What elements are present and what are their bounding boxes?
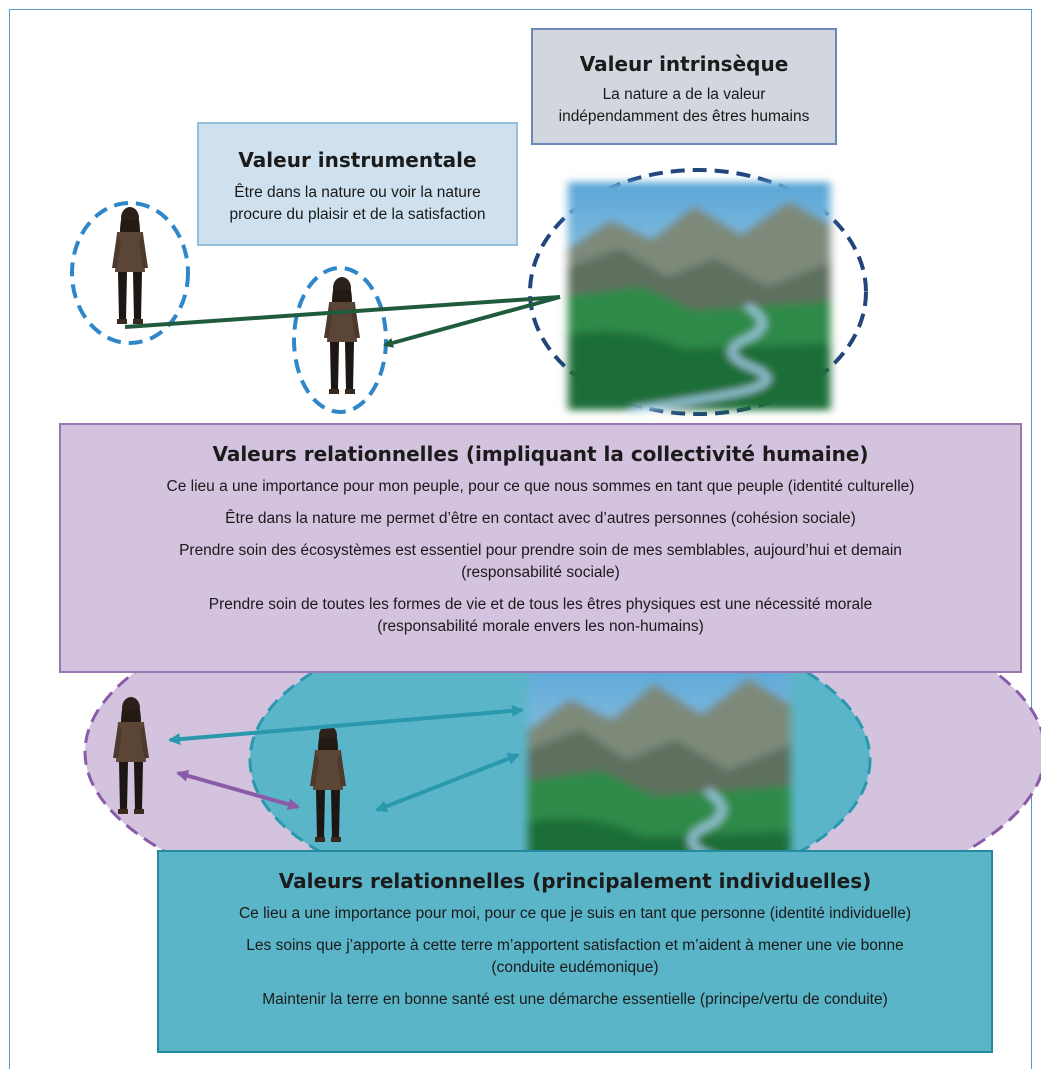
intrinsic-line-2: indépendamment des êtres humains	[558, 108, 810, 125]
arrow-person-nature-individual	[375, 753, 520, 812]
individual-item-virtue: Maintenir la terre en bonne santé est un…	[262, 991, 888, 1008]
individual-item-eudaimonic: Les soins que j’apporte à cette terre m’…	[246, 937, 904, 976]
collective-values-title: Valeurs relationnelles (impliquant la co…	[212, 442, 869, 466]
individual-relational-values-box: Valeurs relationnelles (principalement i…	[157, 850, 993, 1053]
instrumental-line-1: Être dans la nature ou voir la nature	[234, 184, 481, 201]
figure-frame	[9, 9, 1032, 1069]
collective-item-social-responsibility: Prendre soin des écosystèmes est essenti…	[179, 542, 902, 581]
person-circle-left	[70, 201, 190, 345]
arrow-person-person	[176, 769, 300, 811]
collective-relational-values-box: Valeurs relationnelles (impliquant la co…	[59, 423, 1022, 673]
individual-item-identity: Ce lieu a une importance pour moi, pour …	[238, 905, 912, 922]
individual-values-title: Valeurs relationnelles (principalement i…	[278, 869, 872, 893]
intrinsic-line-1: La nature a de la valeur	[602, 86, 766, 103]
instrumental-value-title: Valeur instrumentale	[238, 148, 477, 172]
instrumental-link	[124, 295, 561, 329]
person-left	[112, 207, 148, 324]
instrumental-line-2: procure du plaisir et de la satisfaction	[229, 206, 486, 223]
collective-item-cultural-identity: Ce lieu a une importance pour mon peuple…	[166, 478, 915, 495]
person-center	[324, 277, 360, 394]
arrow-person-nature-collective	[168, 704, 524, 746]
intrinsic-value-title: Valeur intrinsèque	[579, 52, 789, 76]
instrumental-value-box: Valeur instrumentale Être dans la nature…	[197, 122, 518, 246]
collective-item-moral-responsibility: Prendre soin de toutes les formes de vie…	[208, 596, 873, 635]
intrinsic-value-box: Valeur intrinsèque La nature a de la val…	[531, 28, 837, 145]
landscape-top	[568, 182, 831, 410]
instrumental-arrow	[383, 295, 561, 348]
collective-item-social-cohesion: Être dans la nature me permet d’être en …	[225, 510, 856, 527]
nature-circle	[528, 168, 868, 416]
